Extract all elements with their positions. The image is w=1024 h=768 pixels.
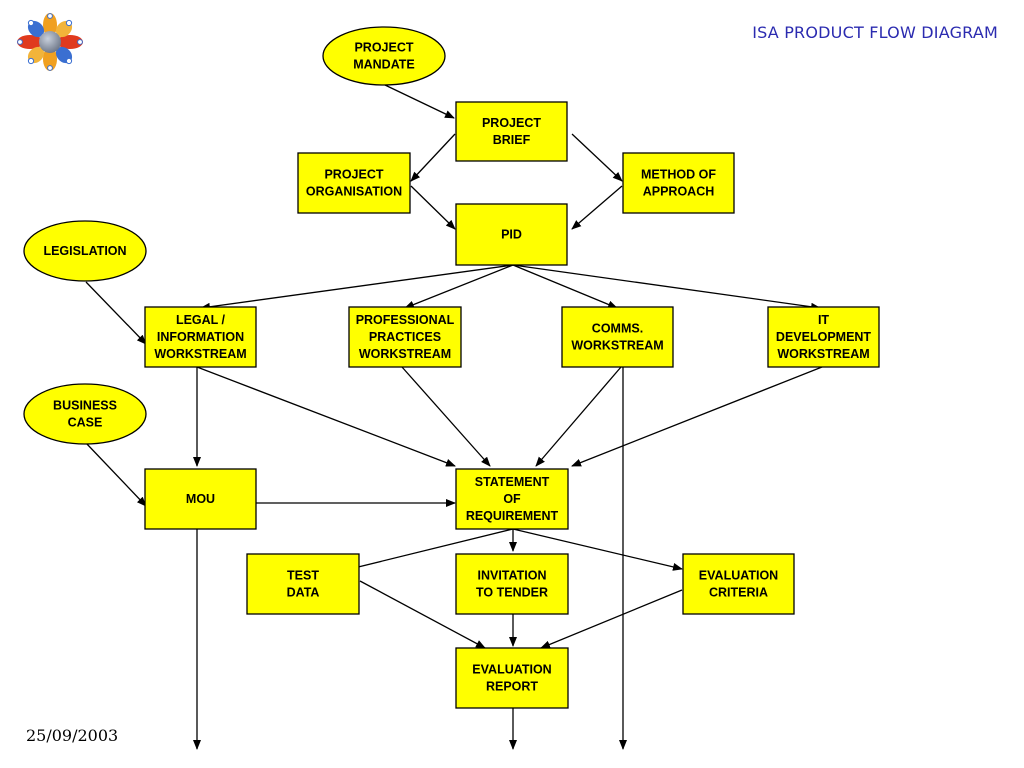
arrow-pid-to-professional (404, 264, 514, 309)
professional-workstream-shape (348, 306, 462, 368)
evaluation-criteria-shape (682, 553, 795, 615)
arrow-legislation-to-legal (85, 281, 147, 345)
mou-shape (144, 468, 257, 530)
node-mou: MOU (144, 468, 257, 530)
it-workstream-label-line: DEVELOPMENT (776, 330, 872, 344)
business-case-label-line: BUSINESS (53, 399, 117, 413)
project-organisation-label-line: ORGANISATION (306, 185, 402, 199)
connectors (85, 84, 823, 750)
statement-of-requirement-label-line: STATEMENT (475, 475, 550, 489)
test-data-shape (246, 553, 360, 615)
comms-workstream-label-line: COMMS. (592, 322, 643, 336)
arrow-professional-to-sor (401, 366, 491, 467)
node-it-workstream: IT DEVELOPMENT WORKSTREAM (767, 306, 880, 368)
statement-of-requirement-label-line: OF (503, 492, 521, 506)
arrow-brief-to-method (571, 133, 623, 182)
arrow-pid-to-legal (200, 264, 514, 311)
professional-workstream-label-line: WORKSTREAM (359, 347, 451, 361)
evaluation-report-shape (455, 647, 569, 709)
node-evaluation-criteria: EVALUATION CRITERIA (682, 553, 795, 615)
arrow-legal-to-sor (196, 366, 456, 467)
comms-workstream-shape (561, 306, 674, 368)
legal-workstream-label-line: INFORMATION (157, 330, 244, 344)
arrow-sor-to-test-data (349, 528, 514, 571)
project-organisation-label-line: PROJECT (324, 168, 383, 182)
evaluation-report-label-line: EVALUATION (472, 663, 551, 677)
professional-workstream-label-line: PROFESSIONAL (356, 313, 455, 327)
node-project-mandate: PROJECT MANDATE (322, 26, 446, 86)
diagram-title: ISA PRODUCT FLOW DIAGRAM (752, 23, 998, 42)
business-case-shape (23, 383, 147, 445)
node-project-brief: PROJECT BRIEF (455, 101, 568, 162)
method-of-approach-label-line: METHOD OF (641, 168, 716, 182)
arrow-mandate-to-brief (384, 84, 455, 119)
legislation-shape (23, 220, 147, 282)
node-project-organisation: PROJECT ORGANISATION (297, 152, 411, 214)
it-workstream-label-line: IT (818, 313, 829, 327)
test-data-label-line: DATA (287, 586, 320, 600)
project-mandate-shape (322, 26, 446, 86)
node-test-data: TEST DATA (246, 553, 360, 615)
method-of-approach-label-line: APPROACH (643, 185, 715, 199)
business-case-label-line: CASE (68, 416, 103, 430)
legal-workstream-shape (144, 306, 257, 368)
mou-label-line: MOU (186, 492, 215, 506)
project-brief-label-line: BRIEF (493, 133, 531, 147)
test-data-label-line: TEST (287, 569, 319, 583)
arrow-organisation-to-pid (410, 185, 456, 230)
arrow-sor-to-evaluation-criteria (512, 528, 683, 571)
legal-workstream-label-line: WORKSTREAM (154, 347, 246, 361)
project-mandate-label-line: PROJECT (354, 41, 413, 55)
project-brief-shape (455, 101, 568, 162)
logo-icon (17, 13, 83, 71)
it-workstream-label-line: WORKSTREAM (777, 347, 869, 361)
evaluation-report-label-line: REPORT (486, 680, 538, 694)
professional-workstream-label-line: PRACTICES (369, 330, 441, 344)
legal-workstream-label-line: LEGAL / (176, 313, 226, 327)
project-organisation-shape (297, 152, 411, 214)
method-of-approach-shape (622, 152, 735, 214)
arrow-comms-to-sor (535, 366, 622, 467)
node-legislation: LEGISLATION (23, 220, 147, 282)
invitation-to-tender-label-line: TO TENDER (476, 586, 548, 600)
node-statement-of-requirement: STATEMENT OF REQUIREMENT (455, 468, 569, 530)
invitation-to-tender-shape (455, 553, 569, 615)
diagram-nodes: PROJECT MANDATE PROJECT BRIEF PROJECT ORGANIS… (23, 26, 880, 709)
arrow-brief-to-organisation (410, 133, 456, 182)
statement-of-requirement-label-line: REQUIREMENT (466, 509, 559, 523)
node-comms-workstream: COMMS. WORKSTREAM (561, 306, 674, 368)
node-method-of-approach: METHOD OF APPROACH (622, 152, 735, 214)
node-business-case: BUSINESS CASE (23, 383, 147, 445)
arrow-method-to-pid (571, 185, 623, 230)
invitation-to-tender-label-line: INVITATION (478, 569, 547, 583)
arrow-test-data-to-report (359, 580, 486, 649)
statement-of-requirement-shape (455, 468, 569, 530)
arrow-it-to-sor (571, 366, 823, 467)
arrow-criteria-to-report (540, 589, 683, 649)
node-professional-workstream: PROFESSIONAL PRACTICES WORKSTREAM (348, 306, 462, 368)
evaluation-criteria-label-line: CRITERIA (709, 586, 768, 600)
legislation-label-line: LEGISLATION (43, 244, 126, 258)
node-pid: PID (455, 203, 568, 266)
arrow-business-case-to-mou (85, 442, 147, 507)
pid-label-line: PID (501, 228, 522, 242)
arrow-pid-to-comms (512, 264, 618, 309)
pid-shape (455, 203, 568, 266)
slide-date: 25/09/2003 (26, 726, 119, 745)
node-invitation-to-tender: INVITATION TO TENDER (455, 553, 569, 615)
node-legal-workstream: LEGAL / INFORMATION WORKSTREAM (144, 306, 257, 368)
it-workstream-shape (767, 306, 880, 368)
arrow-pid-to-it (512, 264, 821, 311)
project-mandate-label-line: MANDATE (353, 58, 415, 72)
comms-workstream-label-line: WORKSTREAM (571, 339, 663, 353)
project-brief-label-line: PROJECT (482, 116, 541, 130)
evaluation-criteria-label-line: EVALUATION (699, 569, 778, 583)
node-evaluation-report: EVALUATION REPORT (455, 647, 569, 709)
